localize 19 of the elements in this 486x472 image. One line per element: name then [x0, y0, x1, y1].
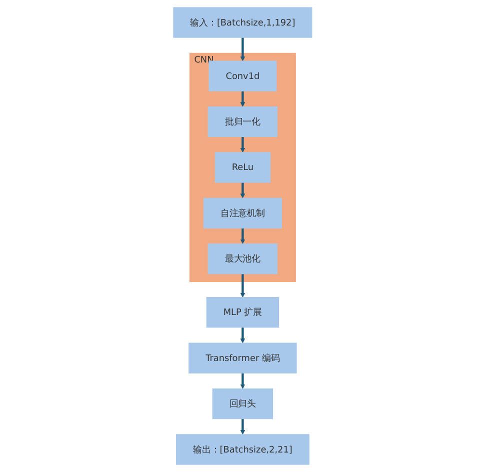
- cluster: [190, 52, 296, 282]
- arrow: [240, 228, 246, 244]
- arrow: [240, 373, 246, 389]
- node-box: [176, 434, 310, 465]
- node-box: [208, 106, 278, 138]
- arrow: [240, 91, 246, 107]
- arrow: [240, 182, 246, 198]
- node-box: [188, 342, 298, 374]
- node-box: [204, 198, 282, 228]
- arrow: [240, 418, 246, 435]
- node-box: [208, 244, 278, 274]
- node-box: [206, 297, 280, 328]
- arrow: [240, 38, 246, 62]
- node-box: [174, 7, 312, 38]
- arrow: [240, 327, 246, 344]
- node-box: [215, 152, 271, 183]
- arrow: [240, 136, 246, 153]
- arrow: [240, 274, 246, 298]
- node-box: [212, 388, 274, 420]
